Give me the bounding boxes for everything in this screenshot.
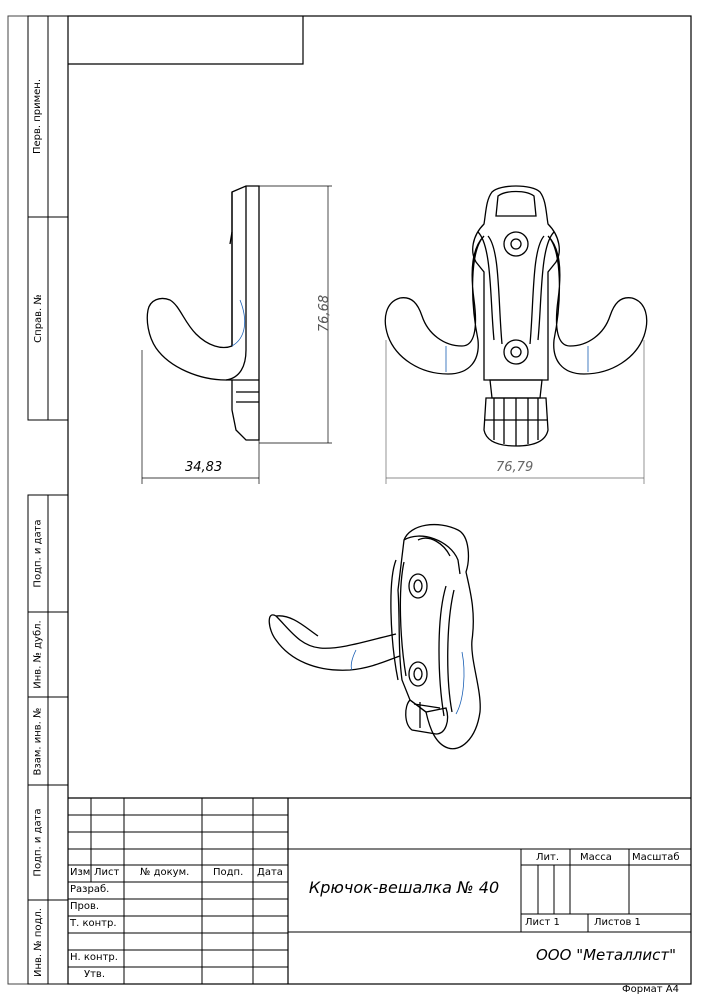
col-izm: Изм	[70, 867, 91, 878]
col-data: Дата	[257, 867, 283, 878]
sheets-label: Листов 1	[594, 917, 641, 928]
masshtab-label: Масштаб	[632, 852, 680, 863]
row-razrab: Разраб.	[70, 884, 110, 895]
front-dimensions	[385, 340, 645, 484]
title-block	[68, 797, 691, 984]
sheet-label: Лист 1	[525, 917, 560, 928]
row-prov: Пров.	[70, 901, 100, 912]
format-label: Формат А4	[622, 984, 679, 995]
dim-height: 76,68	[317, 294, 333, 333]
side-label-inv-dubl: Инв. № дубл.	[32, 620, 44, 689]
lit-label: Лит.	[536, 852, 560, 863]
col-doc: № докум.	[140, 867, 190, 878]
side-label-podp-2: Подп. и дата	[32, 808, 44, 877]
side-label-sprav: Справ. №	[32, 294, 44, 343]
dim-width-front: 76,79	[496, 460, 534, 475]
row-utv: Утв.	[84, 969, 105, 980]
side-label-inv-podl: Инв. № подл.	[32, 907, 44, 977]
organization-name: ООО "Металлист"	[536, 946, 676, 964]
massa-label: Масса	[580, 852, 612, 863]
dim-width-side: 34,83	[185, 460, 223, 475]
top-left-box	[68, 16, 304, 65]
front-view	[384, 185, 648, 447]
row-nkontr: Н. контр.	[70, 952, 118, 963]
side-dimensions	[141, 185, 332, 484]
side-view	[146, 185, 260, 441]
side-label-podp-1: Подп. и дата	[32, 519, 44, 588]
side-label-vzam: Взам. инв. №	[32, 707, 44, 775]
drawing-title: Крючок-вешалка № 40	[308, 878, 500, 897]
col-list: Лист	[94, 867, 120, 878]
inner-frame	[67, 15, 692, 985]
isometric-view	[268, 523, 481, 750]
row-tkontr: Т. контр.	[70, 918, 117, 929]
side-label-perv: Перв. примен.	[32, 78, 44, 155]
col-podp: Подп.	[213, 867, 244, 878]
outer-frame	[7, 15, 692, 985]
